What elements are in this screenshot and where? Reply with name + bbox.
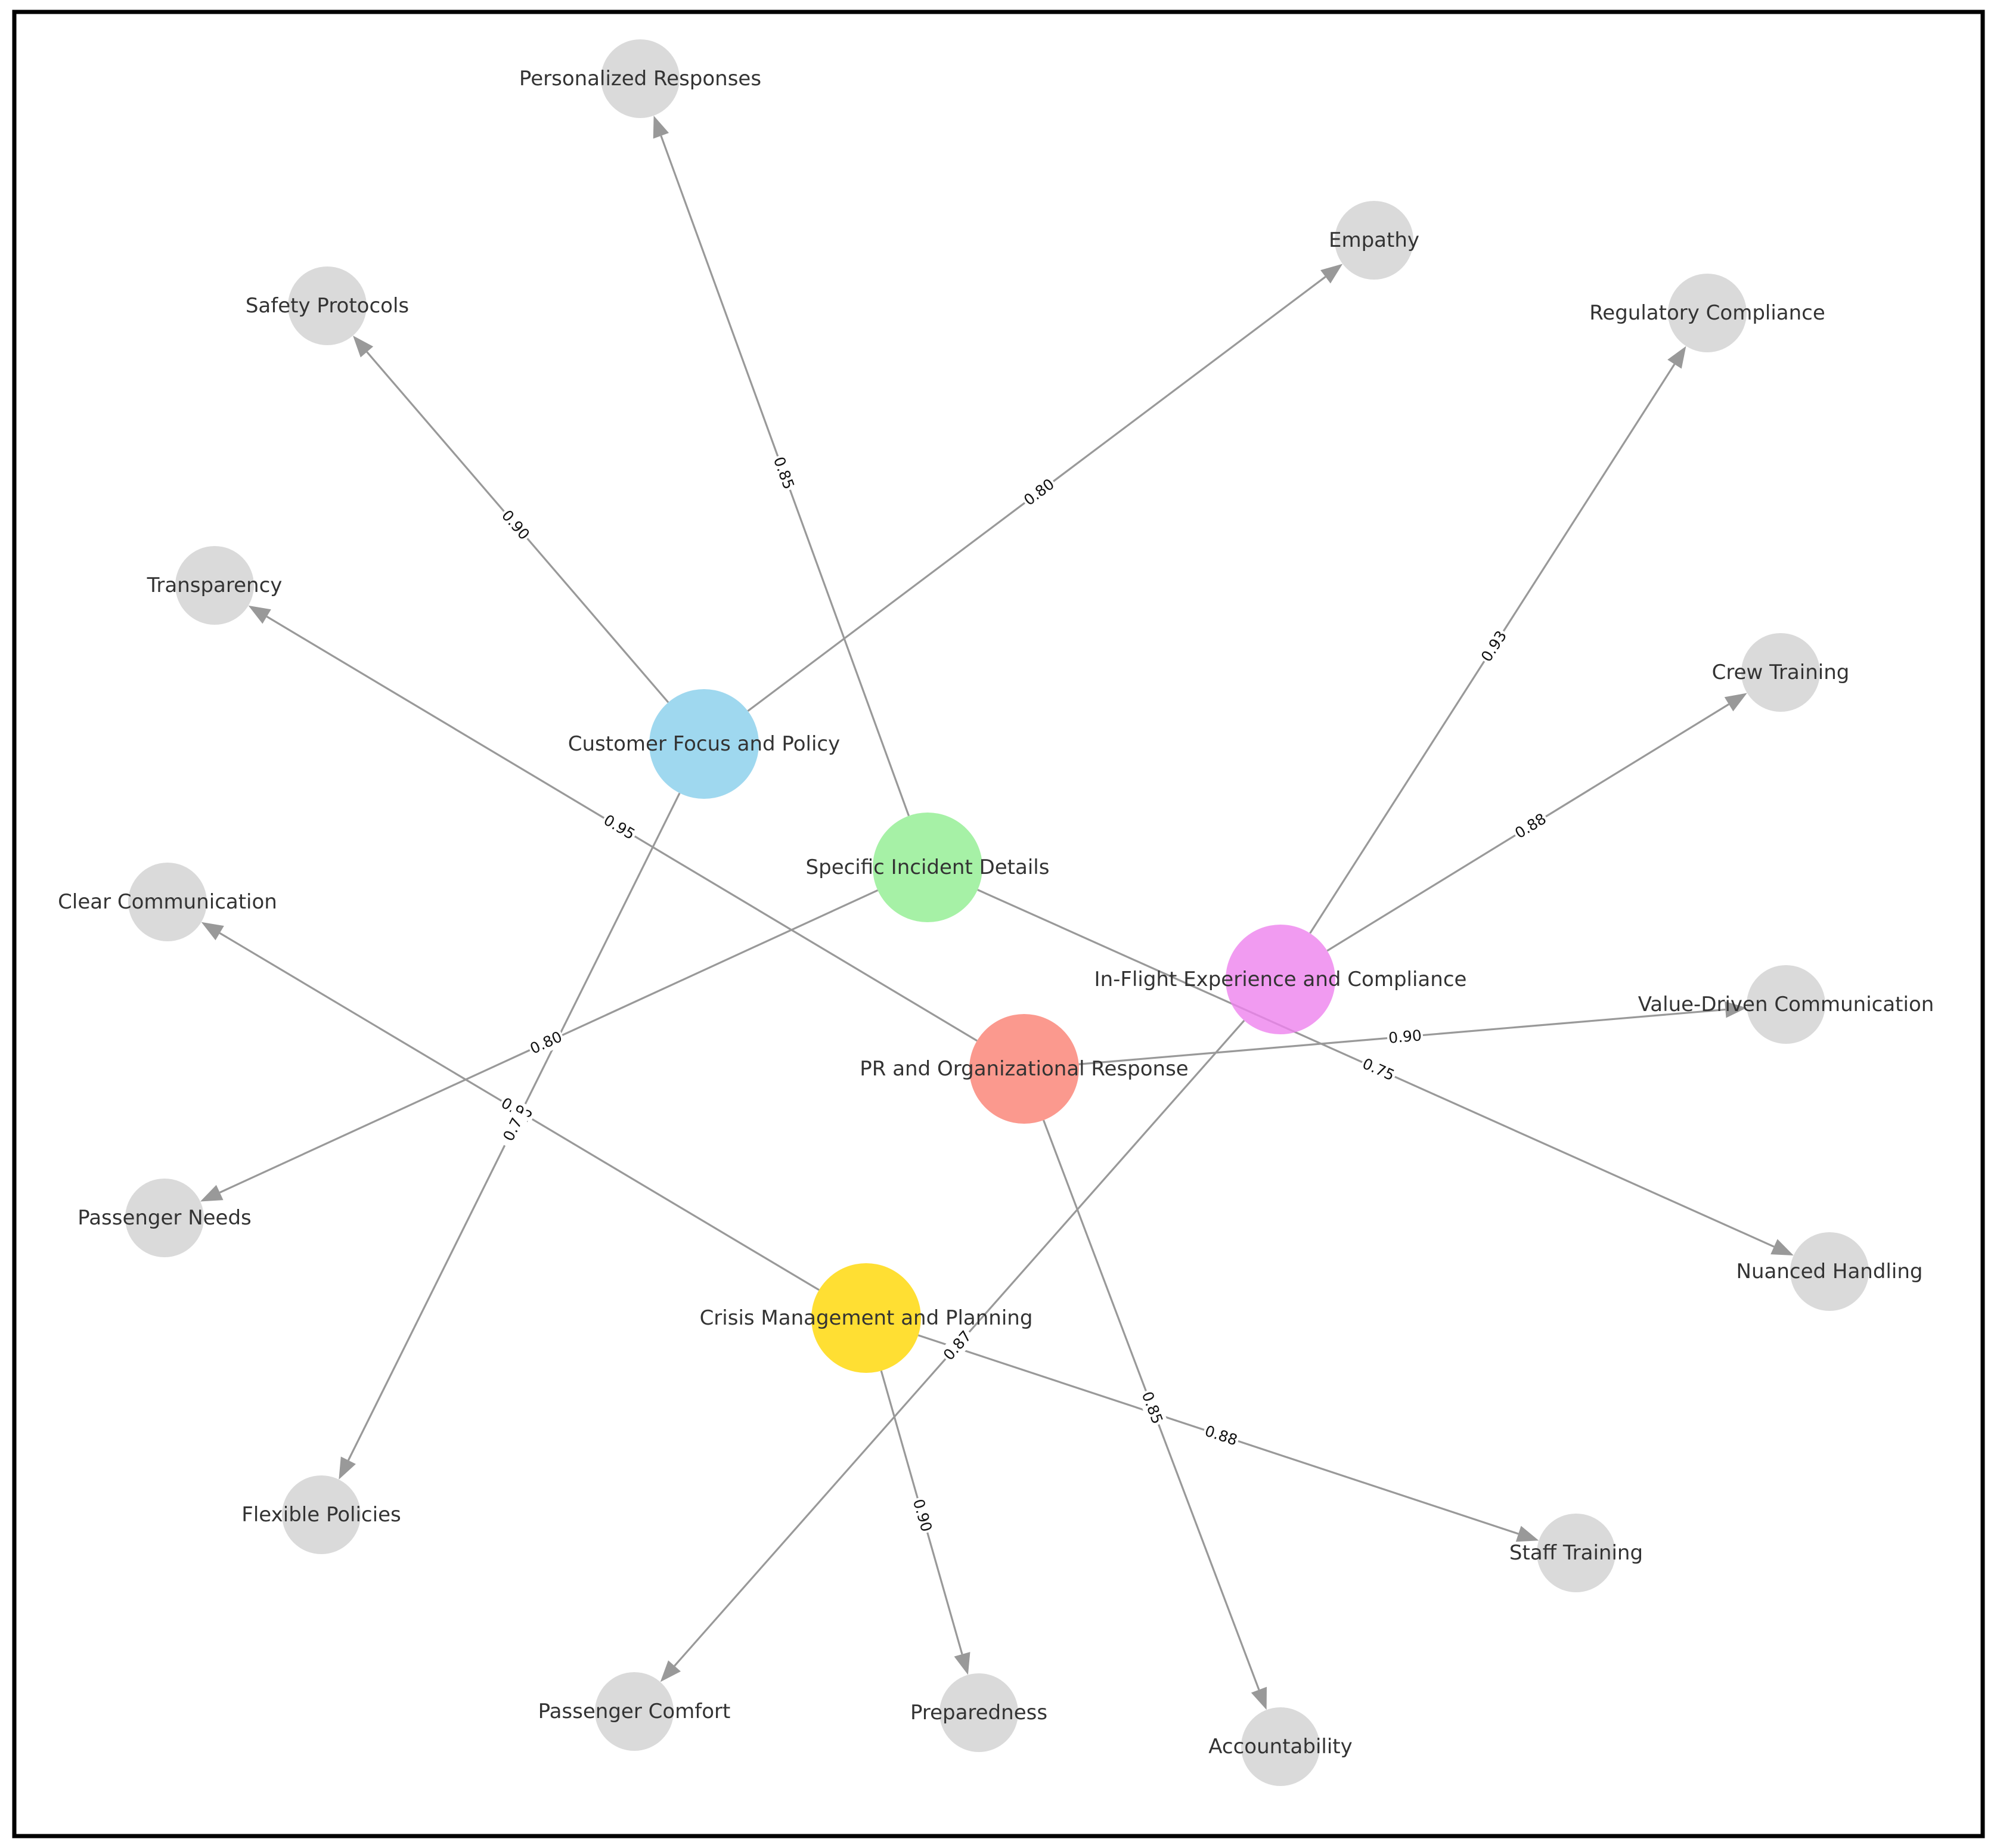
edge-arrowhead xyxy=(660,1660,681,1682)
node-crisis xyxy=(811,1263,921,1373)
edge-arrowhead xyxy=(339,1456,356,1480)
edge-label-background xyxy=(599,810,640,845)
node-inflight xyxy=(1226,925,1335,1034)
edge-label-background xyxy=(1358,1053,1399,1086)
node-label-safety: Safety Protocols xyxy=(246,294,409,318)
node-label-inflight: In-Flight Experience and Compliance xyxy=(1094,968,1467,991)
node-empathy xyxy=(1335,201,1413,280)
edge-arrowhead xyxy=(1320,263,1343,284)
edge-label-background xyxy=(1201,1421,1242,1450)
edge-arrowhead xyxy=(653,116,669,139)
edge-arrowhead xyxy=(201,922,224,941)
edge-arrowhead xyxy=(248,605,271,624)
node-stafftraining xyxy=(1537,1514,1615,1592)
node-label-flexible: Flexible Policies xyxy=(241,1503,401,1527)
node-label-personalized: Personalized Responses xyxy=(519,67,761,91)
edge-arrowhead xyxy=(1515,1525,1539,1542)
node-transparency xyxy=(175,546,254,625)
node-label-pr: PR and Organizational Response xyxy=(860,1057,1188,1081)
edge-arrowhead xyxy=(1667,346,1686,369)
edge-label-background xyxy=(497,505,535,545)
node-pr xyxy=(969,1014,1079,1124)
edge-label-background xyxy=(768,452,799,494)
node-nuanced xyxy=(1790,1232,1869,1311)
node-label-incident: Specific Incident Details xyxy=(806,855,1050,879)
edge-weight-label: 0.90 xyxy=(1388,1027,1422,1047)
edge-arrowhead xyxy=(353,336,374,358)
node-label-transparency: Transparency xyxy=(147,573,283,597)
node-label-customer: Customer Focus and Policy xyxy=(568,732,840,756)
edges-layer xyxy=(200,116,1794,1710)
node-incident xyxy=(873,813,982,922)
edge-label-background xyxy=(938,1325,976,1366)
node-label-clearcomm: Clear Communication xyxy=(58,890,277,914)
edge-label-background xyxy=(1137,1387,1168,1428)
edge-arrowhead xyxy=(954,1652,970,1675)
node-valuecomm xyxy=(1747,965,1825,1044)
node-label-preparedness: Preparedness xyxy=(910,1701,1047,1725)
node-label-valuecomm: Value-Driven Communication xyxy=(1638,993,1934,1016)
node-crewtraining xyxy=(1741,633,1820,712)
node-label-comfort: Passenger Comfort xyxy=(538,1700,731,1723)
node-label-regulatory: Regulatory Compliance xyxy=(1589,301,1825,325)
edge-label-background xyxy=(496,1109,529,1150)
node-flexible xyxy=(282,1475,361,1554)
node-label-crewtraining: Crew Training xyxy=(1712,661,1850,684)
node-label-accountability: Accountability xyxy=(1208,1735,1353,1759)
node-safety xyxy=(288,266,367,345)
edge-label-background xyxy=(908,1495,937,1536)
node-regulatory xyxy=(1668,274,1747,352)
node-label-stafftraining: Staff Training xyxy=(1509,1541,1643,1565)
edge-label-background xyxy=(526,1026,566,1059)
edge-label-background xyxy=(1386,1025,1424,1048)
node-accountability xyxy=(1241,1707,1320,1786)
edge-arrowhead xyxy=(1251,1686,1267,1710)
edge-arrowhead xyxy=(200,1185,224,1202)
node-preparedness xyxy=(939,1673,1018,1752)
edge-arrowhead xyxy=(1770,1239,1794,1256)
node-comfort xyxy=(595,1672,674,1751)
edge-label-background xyxy=(1019,473,1059,511)
edge-arrowhead xyxy=(1725,1001,1747,1018)
node-personalized xyxy=(601,39,680,118)
node-customer xyxy=(649,689,759,799)
edge-arrowhead xyxy=(1724,693,1747,712)
node-label-empathy: Empathy xyxy=(1329,228,1419,252)
edge-label-background xyxy=(1476,626,1512,666)
nodes-layer xyxy=(125,39,1869,1786)
node-clearcomm xyxy=(128,863,207,941)
edge-label-background xyxy=(1510,808,1551,844)
node-label-nuanced: Nuanced Handling xyxy=(1736,1260,1923,1283)
node-passneeds xyxy=(125,1179,204,1257)
diagram-frame xyxy=(12,10,1985,1838)
node-label-passneeds: Passenger Needs xyxy=(77,1206,252,1230)
node-label-crisis: Crisis Management and Planning xyxy=(700,1306,1033,1330)
